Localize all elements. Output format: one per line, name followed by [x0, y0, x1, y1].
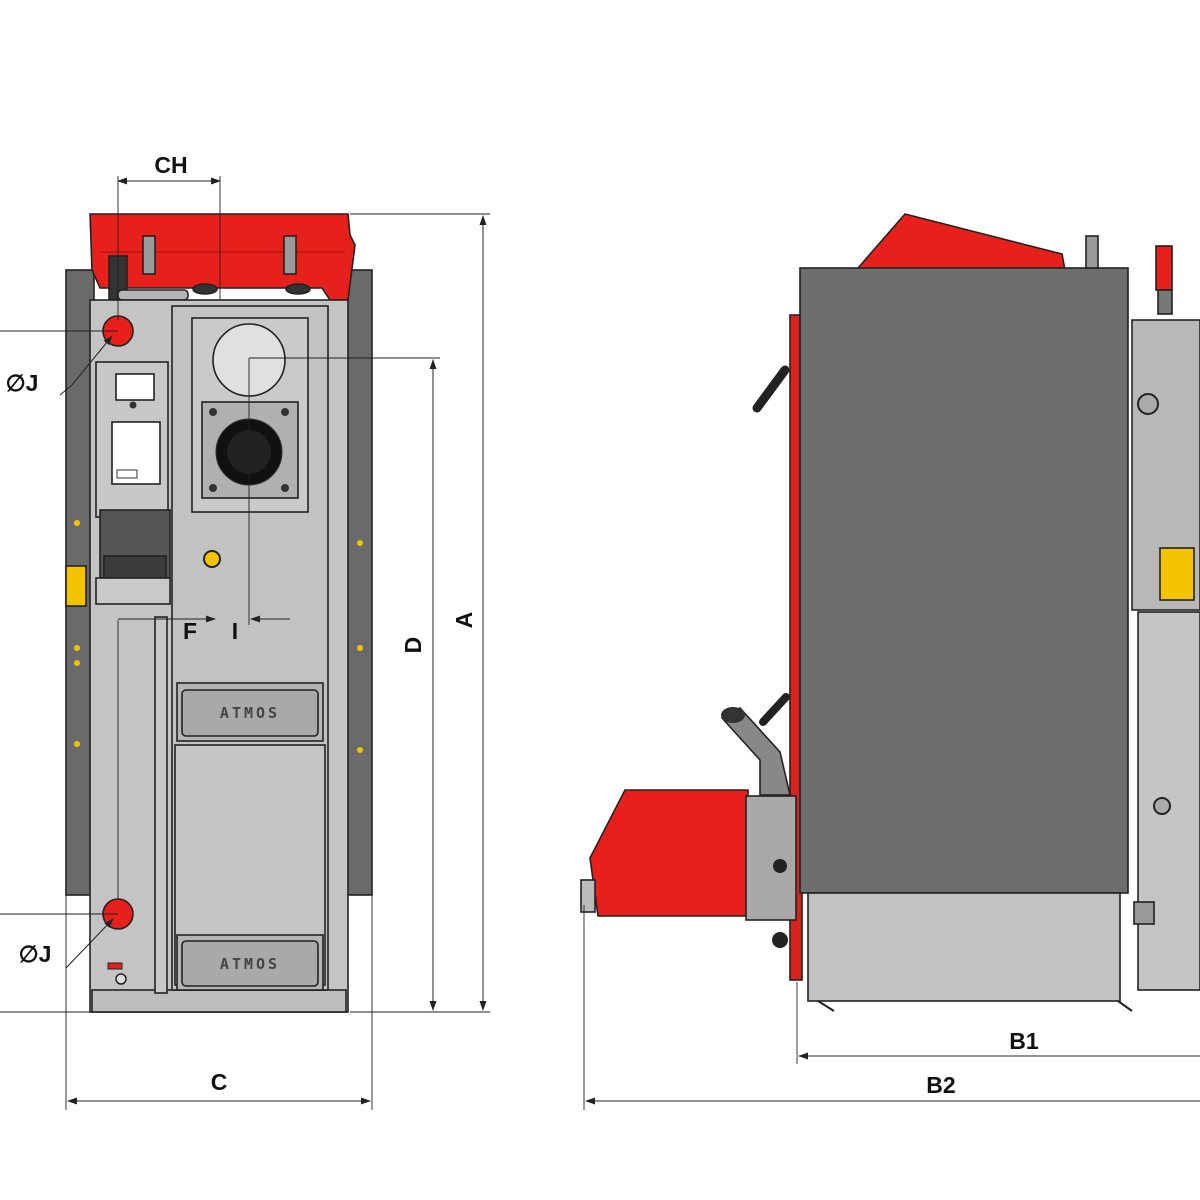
fan-bottom-tray — [95, 577, 171, 605]
j-top-leader — [71, 335, 113, 386]
upper-door-handle — [752, 365, 790, 413]
side-main-body — [799, 267, 1129, 894]
burner-end-cap — [580, 879, 596, 913]
burner-knob-icon — [772, 932, 788, 948]
dim-f-label: F — [183, 618, 197, 644]
side-screw-icon — [357, 747, 363, 753]
side-vent-valve-body — [1157, 289, 1173, 315]
side-port-icon — [1153, 797, 1171, 815]
side-gauge-icon — [1137, 393, 1159, 415]
lower-door-handle — [759, 693, 790, 726]
burner-red-hopper — [589, 789, 749, 917]
side-red-top-cover — [856, 213, 1066, 271]
dim-a-label: A — [451, 612, 477, 629]
fan-housing-inner — [103, 555, 167, 579]
side-yellow-actuator — [1159, 547, 1195, 601]
front-red-top-cover — [89, 213, 356, 301]
upper-nameplate — [181, 689, 319, 737]
j-bottom-leader — [65, 918, 114, 969]
side-screw-icon — [74, 741, 80, 747]
side-view — [580, 213, 1200, 1012]
burner-feed-elbow — [720, 706, 792, 796]
flange-bolt-icon — [281, 484, 289, 492]
lower-nameplate — [181, 940, 319, 987]
dim-j-bottom-label: ∅J — [19, 941, 52, 967]
side-screw-icon — [357, 540, 363, 546]
top-pipe-right — [283, 235, 297, 275]
flange-bolt-icon — [209, 408, 217, 416]
dim-ch-label: CH — [154, 152, 187, 178]
dim-d-label: D — [400, 637, 426, 654]
top-knob-right — [285, 283, 311, 295]
burner-knob-icon — [773, 859, 787, 873]
dim-b2-label: B2 — [926, 1072, 955, 1098]
top-pipe-left — [142, 235, 156, 275]
burner-gray-body — [745, 795, 797, 921]
lower-nameplate-text: ATMOS — [220, 955, 280, 973]
yellow-actuator — [65, 565, 87, 607]
left-vertical-pipe — [154, 616, 168, 994]
side-base — [807, 892, 1121, 1002]
label-plate-strip — [116, 469, 138, 479]
drain-tab — [107, 962, 123, 970]
dim-j-top-label: ∅J — [6, 370, 39, 396]
top-knob-left — [192, 283, 218, 295]
display-knob-icon — [129, 401, 137, 409]
side-base-foot-left — [817, 1000, 835, 1012]
top-horizontal-pipe — [117, 289, 189, 301]
burner-feed-opening — [721, 707, 745, 723]
dim-c-label: C — [211, 1069, 228, 1095]
side-screw-icon — [357, 645, 363, 651]
side-screw-icon — [74, 645, 80, 651]
upper-nameplate-text: ATMOS — [220, 704, 280, 722]
side-outlet-pipe — [1133, 901, 1155, 925]
thermometer-icon — [203, 550, 221, 568]
dim-b1-label: B1 — [1009, 1028, 1039, 1054]
side-screw-icon — [74, 660, 80, 666]
side-base-foot-right — [1117, 1000, 1133, 1012]
flange-bolt-icon — [209, 484, 217, 492]
dim-i-label: I — [232, 618, 238, 644]
front-bottom-plinth — [91, 989, 347, 1013]
side-vent-valve — [1155, 245, 1173, 291]
flange-bolt-icon — [281, 408, 289, 416]
dimensions: CH A D F I ∅J ∅J C B1 — [0, 152, 1200, 1110]
display-screen — [115, 373, 155, 401]
side-screw-icon — [74, 520, 80, 526]
front-view: ATMOS ATMOS — [65, 213, 373, 1013]
drain-valve-icon — [115, 973, 127, 985]
side-top-pipe — [1085, 235, 1099, 269]
